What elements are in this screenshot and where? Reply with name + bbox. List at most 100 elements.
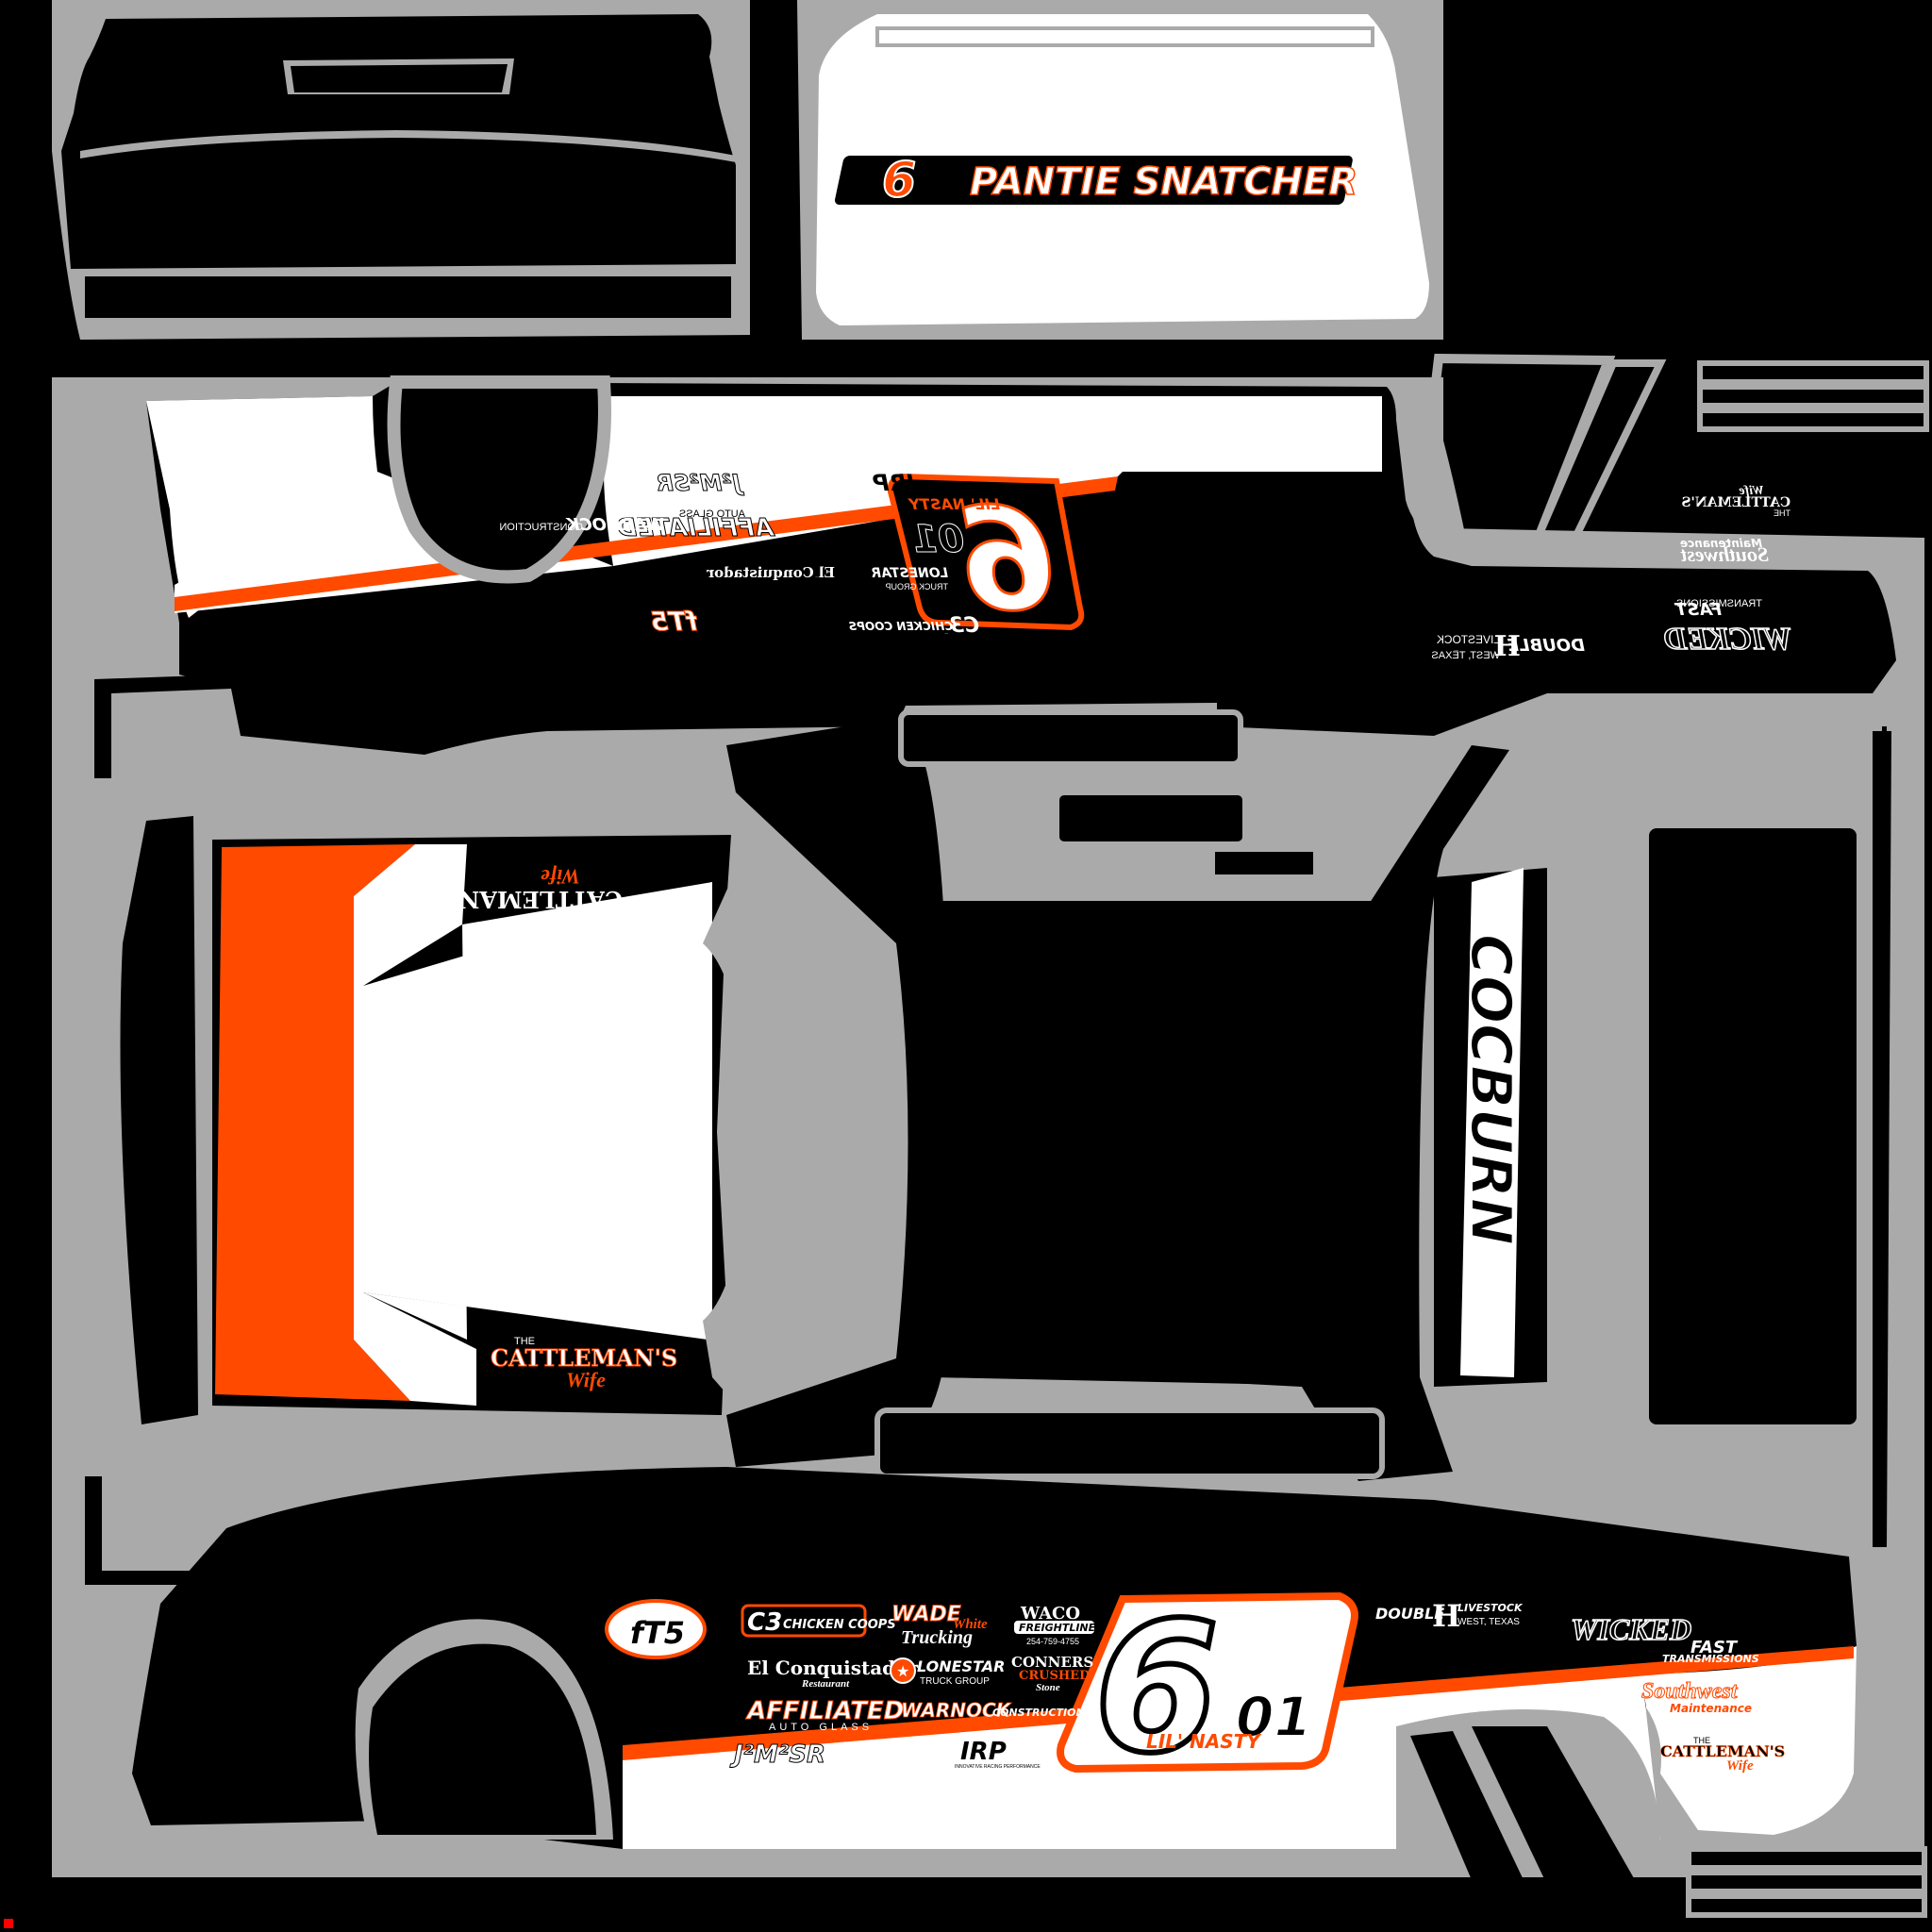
lower-side-sponsors: 6 01 LIL' NASTY fT5 C3 CHICKEN COOPS WAD… bbox=[605, 1581, 1786, 1795]
upper-number-plate bbox=[887, 473, 1085, 631]
lower-lonestar-badge: ★ LONESTAR TRUCK GROUP bbox=[890, 1657, 1005, 1687]
lower-strip-3 bbox=[1686, 1893, 1927, 1918]
upper-double-h-word: DOUBLE bbox=[1507, 636, 1585, 656]
roof-number: 6 bbox=[882, 152, 916, 208]
lower-conners-1: CONNERS bbox=[1011, 1654, 1093, 1671]
origin-marker bbox=[4, 1919, 13, 1928]
lower-southwest-badge: Southwest Maintenance bbox=[1641, 1679, 1753, 1716]
lower-conners-badge: CONNERS CRUSHED Stone bbox=[1011, 1654, 1093, 1693]
driver-name-panel: COCBURN bbox=[1434, 868, 1547, 1387]
upper-lonestar: LONESTAR bbox=[871, 566, 948, 581]
hood-scoop bbox=[291, 64, 508, 92]
hood-rear-gap bbox=[75, 269, 736, 276]
nose-cattleman-top: CATTLEMAN'S bbox=[436, 886, 623, 913]
hood-panel bbox=[52, 0, 750, 340]
lower-c3: C3 bbox=[747, 1608, 782, 1637]
lower-irp-badge: IRP INNOVATIVE RACING PERFORMANCE bbox=[955, 1738, 1041, 1770]
dash-piece-1 bbox=[898, 709, 1243, 767]
dash-piece-2 bbox=[1054, 790, 1248, 847]
lower-double-h-loc: WEST, TEXAS bbox=[1457, 1617, 1520, 1627]
tail-left-edge bbox=[1580, 755, 1660, 1472]
upper-side-white-front bbox=[146, 396, 377, 618]
tail-panel bbox=[1580, 726, 1891, 1547]
upper-double-h-letter: H bbox=[1494, 630, 1521, 663]
upper-cattleman: CATTLEMAN'S bbox=[1681, 495, 1790, 510]
upper-warnock-sub: CONSTRUCTION bbox=[499, 522, 583, 533]
lower-wade: WADE bbox=[891, 1603, 961, 1626]
roof-number-suffix: 01 bbox=[917, 179, 941, 199]
upper-nickname: LIL' NASTY bbox=[908, 495, 1000, 513]
upper-right-badges: DOUBLE H LIVESTOCK WEST, TEXAS WICKED FA… bbox=[1431, 484, 1792, 663]
upper-affiliated: AFFILIATED bbox=[617, 514, 775, 542]
lower-irp: IRP bbox=[960, 1738, 1007, 1766]
driver-name: COCBURN bbox=[1457, 934, 1524, 1245]
left-bar-top bbox=[94, 675, 231, 778]
lower-warnock-badge: WARNOCK CONSTRUCTION bbox=[901, 1699, 1085, 1723]
lower-wade-trucking: Trucking bbox=[901, 1627, 973, 1648]
lower-cattleman-wife: Wife bbox=[1726, 1758, 1754, 1774]
upper-c3: C3 bbox=[950, 614, 979, 638]
nose-cattleman-bottom-wife: Wife bbox=[566, 1368, 606, 1391]
lower-rear-glass-2 bbox=[1472, 1726, 1660, 1924]
lower-cattleman-the: THE bbox=[1693, 1736, 1710, 1745]
upper-number-logo: 6 01 LIL' NASTY bbox=[887, 473, 1085, 644]
lonestar-star: ★ bbox=[896, 1664, 909, 1680]
lower-ft5-badge: fT5 bbox=[605, 1599, 707, 1659]
lower-warnock: WARNOCK bbox=[901, 1699, 1012, 1722]
roof-brand: PANTIE SNATCHER bbox=[970, 160, 1357, 204]
upper-double-h: DOUBLE bbox=[1454, 650, 1458, 652]
lower-number-plate bbox=[1057, 1591, 1358, 1774]
lower-el-conquistador-sub: Restaurant bbox=[801, 1678, 850, 1690]
roof-panel: 6 01 PANTIE SNATCHER bbox=[797, 0, 1443, 340]
upper-waco: WACO bbox=[731, 627, 783, 645]
windshield bbox=[926, 901, 1387, 1387]
nose-orange-band bbox=[215, 844, 415, 1401]
c3-badge-shape bbox=[741, 1604, 867, 1638]
upper-cattleman-wife: Wife bbox=[1739, 484, 1764, 498]
lower-conners-2: CRUSHED bbox=[1019, 1669, 1090, 1683]
tail-body bbox=[1649, 828, 1857, 1424]
lower-c3-text: CHICKEN COOPS bbox=[783, 1618, 896, 1632]
lower-cattleman-badge: THE CATTLEMAN'S Wife bbox=[1660, 1736, 1786, 1774]
lower-lonestar-sub: TRUCK GROUP bbox=[920, 1676, 990, 1687]
lower-wicked: WICKED bbox=[1571, 1612, 1691, 1646]
lower-waco-phone: 254-759-4755 bbox=[1026, 1637, 1079, 1646]
lower-wheel-arch-front-inner bbox=[369, 1643, 596, 1835]
window-strip-3 bbox=[1697, 408, 1929, 432]
upper-southwest: Southwest bbox=[1680, 542, 1769, 566]
lower-southwest-sub: Maintenance bbox=[1670, 1702, 1752, 1715]
upper-irp: IRP bbox=[873, 470, 915, 496]
waco-sub-box bbox=[1014, 1621, 1094, 1634]
lower-wicked-badge: WICKED FAST TRANSMISSIONS bbox=[1570, 1611, 1759, 1665]
hood-crease bbox=[80, 130, 736, 162]
nose-cattleman-bottom: CATTLEMAN'S bbox=[491, 1344, 677, 1372]
upper-j2m2sr: J²M²SR bbox=[656, 470, 744, 496]
window-strip-2 bbox=[1697, 384, 1929, 408]
lower-affiliated-badge: AFFILIATED AUTO GLASS bbox=[745, 1697, 905, 1734]
lower-double-h-letter: H bbox=[1432, 1598, 1460, 1634]
hood-body bbox=[61, 14, 736, 269]
upper-wheel-arch-front bbox=[387, 375, 611, 584]
upper-southwest-sub: Maintenance bbox=[1680, 537, 1762, 550]
roof-lip bbox=[875, 26, 1374, 47]
lower-nickname: LIL' NASTY bbox=[1146, 1730, 1262, 1753]
nose-cattleman-bottom-the: THE bbox=[514, 1336, 535, 1347]
lower-number: 6 bbox=[1094, 1584, 1219, 1792]
tail-right-strip-2 bbox=[1882, 726, 1887, 1170]
upper-side-stripe bbox=[175, 476, 1118, 611]
lower-lonestar: LONESTAR bbox=[917, 1657, 1005, 1675]
lower-c3-badge: C3 CHICKEN COOPS bbox=[741, 1604, 896, 1638]
upper-side-sponsors: 6 01 LIL' NASTY AFFILIATED AUTO GLASS WA… bbox=[499, 470, 1458, 653]
driver-strip-white bbox=[1460, 868, 1524, 1377]
lower-strip-1 bbox=[1686, 1846, 1927, 1871]
upper-wicked-fast: FAST bbox=[1674, 600, 1722, 620]
lower-number-logo: 6 01 LIL' NASTY bbox=[1057, 1581, 1358, 1795]
lower-double-h-badge: DOUBLE H LIVESTOCK WEST, TEXAS bbox=[1373, 1596, 1535, 1634]
upper-wicked: WICKED bbox=[1664, 622, 1792, 657]
upper-lonestar-sub: TRUCK GROUP bbox=[885, 582, 948, 591]
lower-wade-white: White bbox=[953, 1617, 988, 1632]
lower-wicked-sub: TRANSMISSIONS bbox=[1662, 1653, 1759, 1665]
ft5-badge-shape bbox=[605, 1599, 707, 1659]
upper-double-h-sub: LIVESTOCK bbox=[1437, 633, 1500, 646]
